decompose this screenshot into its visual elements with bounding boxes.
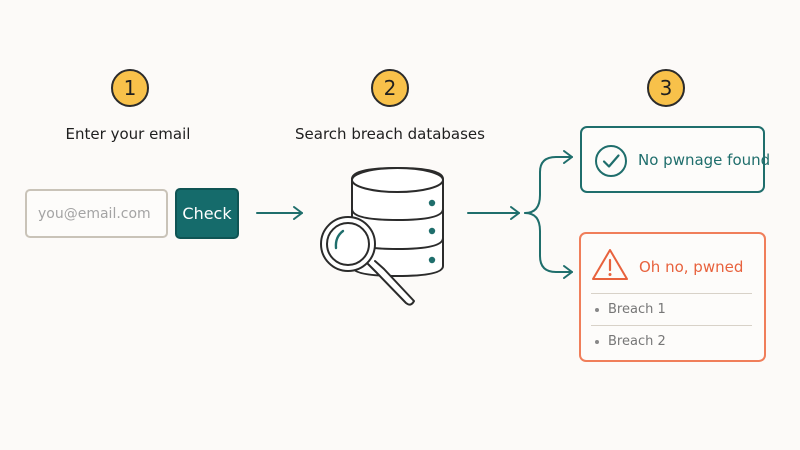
step-2-number: 2 [383,76,397,100]
email-placeholder: you@email.com [38,205,151,222]
breach-item-label: Breach 1 [608,302,666,317]
breach-item-label: Breach 2 [608,334,666,349]
result-pwned-label: Oh no, pwned [639,258,744,276]
result-safe-label: No pwnage found [638,151,771,169]
arrow-right-icon [467,206,520,220]
check-button-label: Check [182,204,232,223]
step-2-badge: 2 [371,69,409,107]
magnifier-icon [320,216,415,306]
step-1-label: Enter your email [65,125,191,143]
branch-arrows [524,150,573,279]
list-item: Breach 1 [591,293,752,325]
step-2-label: Search breach databases [295,125,485,143]
step-1-badge: 1 [111,69,149,107]
bullet-icon [595,339,599,344]
result-pwned-card: Oh no, pwned Breach 1 Breach 2 [579,232,766,362]
step-3-badge: 3 [647,69,685,107]
step-1-number: 1 [123,76,137,100]
list-item: Breach 2 [591,325,752,357]
step-3-number: 3 [659,76,673,100]
check-circle-icon [595,145,627,177]
check-button[interactable]: Check [175,188,239,239]
email-input[interactable]: you@email.com [25,189,168,238]
result-safe-card: No pwnage found [580,126,770,193]
bullet-icon [595,307,599,312]
arrow-right-icon [256,206,303,220]
breach-list: Breach 1 Breach 2 [591,293,752,357]
warning-triangle-icon [592,249,628,280]
